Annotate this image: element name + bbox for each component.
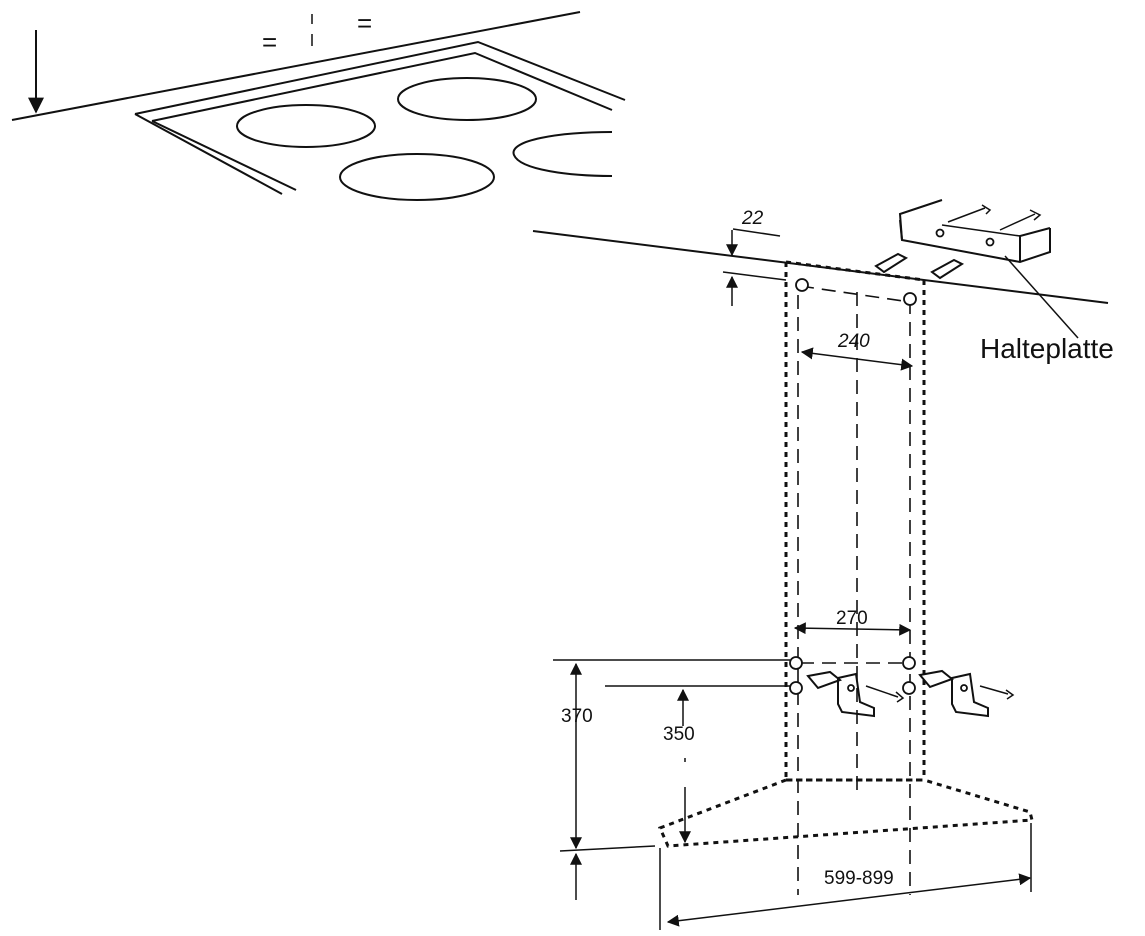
dimension-top-offset: 22 (741, 208, 764, 229)
lower-hole-spacing-arrow (793, 622, 912, 636)
dimension-height-inner: 350 (663, 724, 695, 745)
dimension-top-hole-spacing: 240 (837, 331, 870, 352)
lower-plug-1 (806, 670, 843, 690)
plate-screw-1 (947, 204, 992, 223)
lower-mounting: 270 (789, 608, 1015, 718)
burner-ring-1 (236, 104, 376, 148)
cooktop-outer-frame (134, 40, 626, 115)
label-halteplatte: Halteplatte (980, 333, 1114, 364)
bracket-1-screw (865, 685, 905, 703)
plate-top-edge (941, 224, 1021, 237)
top-hole-right (903, 292, 917, 306)
burner-ring-4 (512, 131, 613, 177)
cooktop-inner-frame-side (151, 120, 297, 191)
lower-hole-bottom-left (789, 681, 803, 695)
dimension-hood-width: 599-899 (824, 868, 894, 889)
lower-hole-bottom-right (902, 681, 916, 695)
chimney-outline: 240 (784, 260, 926, 895)
equal-sign-left: = (262, 27, 277, 57)
cooktop-front-edge (11, 11, 581, 121)
top-offset-ref-line (732, 228, 781, 237)
lower-hole-top-right (902, 656, 916, 670)
bracket-1-hole (847, 684, 855, 692)
dimension-height-outer: 370 (561, 706, 593, 727)
top-offset-base-line (722, 271, 787, 281)
top-hole-spacing-arrow (800, 347, 914, 371)
cooktop-outer-frame-side (134, 113, 283, 195)
top-holes-link (799, 285, 911, 303)
plate-hole-right (985, 237, 995, 247)
burner-ring-2 (397, 77, 537, 121)
wall-top: 22 (532, 208, 1109, 306)
top-hole-left (795, 278, 809, 292)
cooktop-inner-frame (151, 51, 613, 122)
plate-body (899, 219, 1051, 264)
hood-bottom-ref-line (559, 845, 656, 852)
plate-hole-left (935, 228, 945, 238)
width-arrow (666, 873, 1032, 927)
plate-screw-2 (999, 209, 1042, 231)
bracket-1 (837, 672, 875, 718)
equal-sign-right: = (357, 8, 372, 38)
retaining-plate: Halteplatte (874, 199, 1114, 364)
hood-canopy (657, 778, 1034, 848)
lower-hole-top-left (789, 656, 803, 670)
chimney-top-edge (785, 260, 925, 282)
halteplatte-leader (1004, 255, 1079, 339)
wall-plug-1 (874, 252, 909, 274)
cooktop: = = (11, 8, 626, 201)
plate-left-flange (898, 199, 943, 241)
dimension-lower-hole-spacing: 270 (836, 608, 868, 629)
burner-ring-3 (339, 153, 495, 201)
bracket-2-hole (960, 684, 968, 692)
height-dimensions: 370 350 (553, 659, 790, 900)
canopy-outline (657, 778, 1034, 848)
width-dimension: 599-899 (659, 823, 1032, 930)
wall-plug-2 (930, 258, 965, 280)
bracket-2 (951, 672, 989, 718)
bracket-2-screw (979, 685, 1015, 700)
